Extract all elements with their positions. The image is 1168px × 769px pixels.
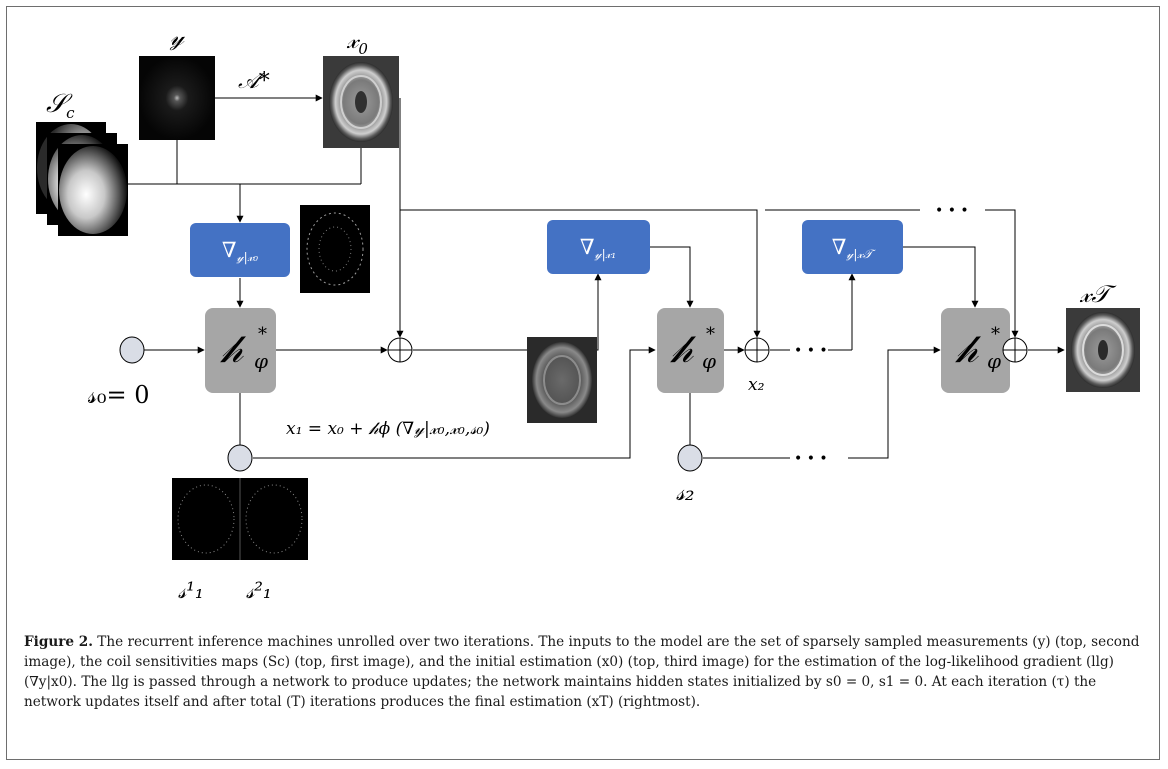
h-phi-sub: φ xyxy=(987,349,1001,373)
svg-text:∇𝓎|𝓍𝒯: ∇𝓎|𝓍𝒯 xyxy=(832,235,876,261)
h-phi-box-2: 𝒽 * φ xyxy=(657,308,724,393)
sum-node-1 xyxy=(387,337,413,363)
h-phi-star: * xyxy=(991,324,1000,345)
grad-x0-symbol: ∇ xyxy=(222,238,237,262)
rim-diagram: ∇𝓎|𝓍₀ ∇𝓎|𝓍₁ ∇𝓎|𝓍𝒯 𝒽 * φ 𝒽 * φ 𝒽 * φ xyxy=(36,23,1140,604)
h-phi-star: * xyxy=(258,324,267,345)
h-phi-box-1: 𝒽 * φ xyxy=(205,308,276,393)
state-circles xyxy=(119,336,703,472)
label-sc-sub: c xyxy=(66,104,75,122)
svg-text:∇𝓎|𝓍₁: ∇𝓎|𝓍₁ xyxy=(580,235,616,261)
coil-sensitivity-maps xyxy=(36,122,128,236)
x0-initial-image xyxy=(323,56,399,148)
h-phi-symbol: 𝒽 xyxy=(219,327,246,371)
h-phi-symbol: 𝒽 xyxy=(669,327,696,371)
hidden-state-images xyxy=(172,478,308,560)
h-phi-sub: φ xyxy=(702,349,716,373)
caption-text: The recurrent inference machines unrolle… xyxy=(24,634,1140,710)
h-phi-sub: φ xyxy=(254,349,268,373)
label-x0-sub: 0 xyxy=(358,40,368,58)
label-s1-1: 𝓈¹₁ xyxy=(178,579,204,604)
grad-box-xt: ∇𝓎|𝓍𝒯 xyxy=(802,220,903,274)
h-phi-star: * xyxy=(706,324,715,345)
ellipsis-top: • • • xyxy=(935,203,969,219)
label-x1-update: 𝑥₁ = 𝑥₀ + 𝒽ϕ (∇𝓎|𝓍₀,𝓍₀,𝓈₀) xyxy=(286,419,490,439)
label-xt: 𝓍𝒯 xyxy=(1079,280,1117,308)
label-s2: 𝓈₂ xyxy=(676,478,694,506)
label-x2: 𝑥₂ xyxy=(748,375,765,395)
grad-x0-subscript: 𝓎|𝓍₀ xyxy=(236,250,259,264)
grad-box-x1: ∇𝓎|𝓍₁ xyxy=(547,220,650,274)
ellipsis-bottom: • • • xyxy=(794,451,828,467)
sum-node-2 xyxy=(744,337,770,363)
label-a-star: 𝒜* xyxy=(238,69,270,94)
caption-label: Figure 2. xyxy=(24,634,93,650)
h-phi-box-3: 𝒽 * φ xyxy=(941,308,1010,393)
grad-xt-symbol: ∇ xyxy=(832,235,847,259)
grad-box-x0: ∇𝓎|𝓍₀ xyxy=(190,223,290,277)
label-s1-2: 𝓈²₁ xyxy=(246,579,272,604)
svg-text:𝓍0: 𝓍0 xyxy=(346,26,368,58)
grad-xt-subscript: 𝓎|𝓍𝒯 xyxy=(845,247,876,261)
figure-caption: Figure 2. The recurrent inference machin… xyxy=(24,632,1144,712)
h-phi-symbol: 𝒽 xyxy=(954,327,981,371)
gradient-image xyxy=(300,205,370,293)
label-x0: 𝓍 xyxy=(346,26,361,54)
label-s0: 𝓈₀= 0 xyxy=(88,381,149,409)
svg-text:𝒮c: 𝒮c xyxy=(46,89,75,122)
label-y: 𝓎 xyxy=(169,23,186,51)
connector-lines xyxy=(128,94,1065,459)
sum-node-3 xyxy=(1002,337,1028,363)
figure-frame xyxy=(6,6,1160,760)
kspace-measurements-image xyxy=(139,56,215,140)
grad-x1-symbol: ∇ xyxy=(580,235,595,259)
x1-update-image xyxy=(527,337,597,423)
ellipsis-mid: • • • xyxy=(794,343,828,359)
xt-final-image xyxy=(1066,308,1140,392)
svg-text:∇𝓎|𝓍₀: ∇𝓎|𝓍₀ xyxy=(222,238,258,264)
grad-x1-subscript: 𝓎|𝓍₁ xyxy=(594,247,616,261)
